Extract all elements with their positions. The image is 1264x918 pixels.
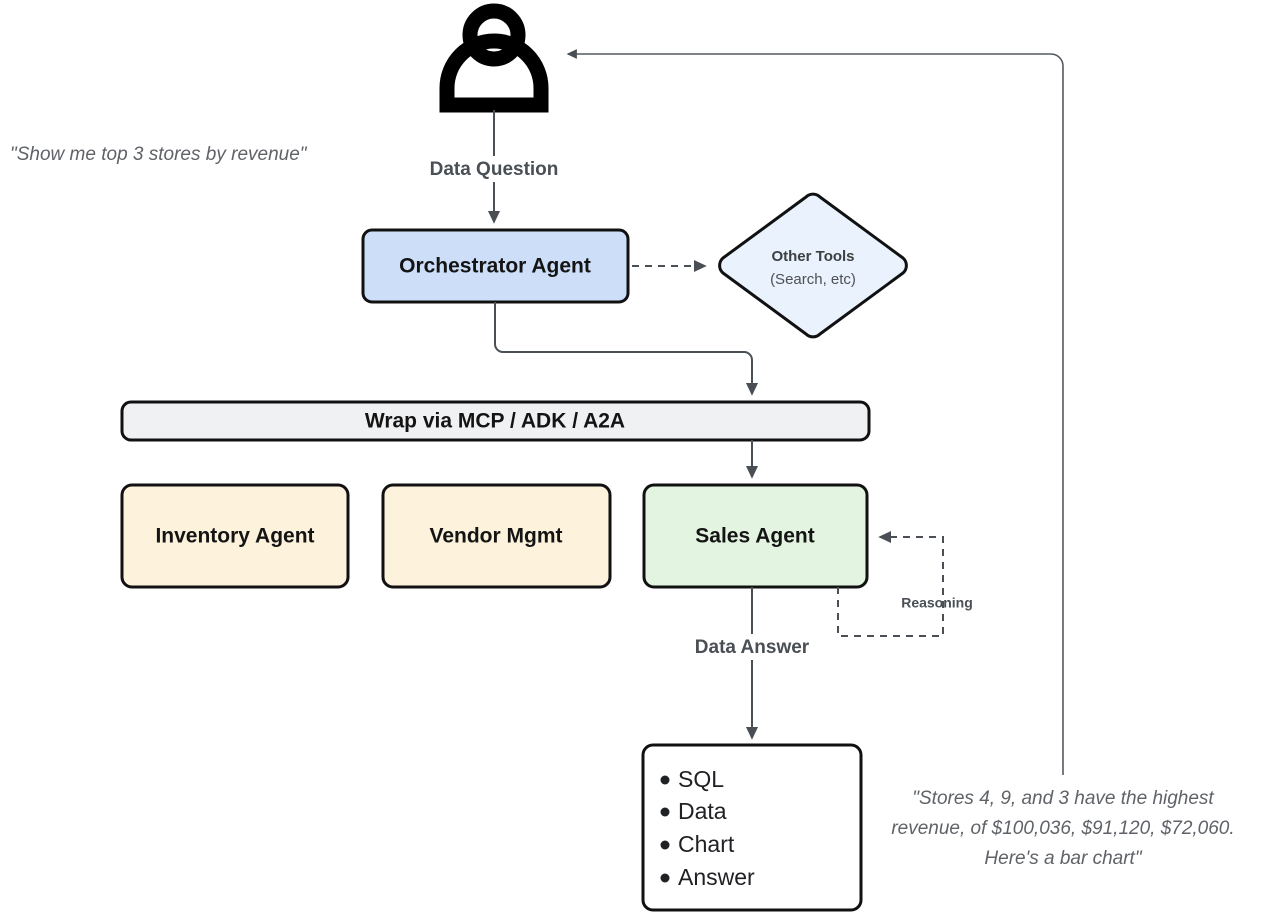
edge-label-backdrop-data-question — [408, 156, 580, 182]
inventory-agent-box[interactable] — [120, 483, 350, 589]
output-bullet-item: Data — [678, 798, 727, 824]
bullet-dot-icon — [660, 775, 670, 785]
bullet-dot-icon — [660, 840, 670, 850]
answer-quote-line-3: Here's a bar chart" — [984, 848, 1142, 869]
output-bullet-item: Chart — [678, 831, 735, 857]
node-output-box[interactable]: SQL Data Chart Answer — [641, 743, 863, 912]
edge-label-data-question: Data Question — [430, 159, 559, 180]
answer-quote-line-1: "Stores 4, 9, and 3 have the highest — [912, 788, 1214, 809]
bullet-dot-icon — [660, 873, 670, 883]
node-other-tools[interactable]: Other Tools (Search, etc) — [718, 192, 908, 339]
edge-label-data-answer: Data Answer — [695, 637, 810, 658]
output-bullet-item: Answer — [678, 864, 755, 890]
edge-reasoning-loop — [837, 530, 944, 637]
output-bullet-item: SQL — [678, 766, 724, 792]
vendor-mgmt-box[interactable] — [381, 483, 612, 589]
orchestrator-label: Orchestrator Agent — [399, 255, 591, 278]
output-bullet-list: SQL Data Chart Answer — [660, 766, 755, 890]
node-orchestrator-agent[interactable]: Orchestrator Agent — [361, 228, 630, 304]
edge-label-reasoning: Reasoning — [901, 595, 973, 611]
edge-orchestrator-to-wrap — [494, 302, 759, 396]
other-tools-label: Other Tools — [771, 248, 854, 265]
node-wrap-bar[interactable]: Wrap via MCP / ADK / A2A — [120, 400, 871, 442]
node-sales-agent[interactable]: Sales Agent — [642, 483, 869, 589]
edge-answer-feedback-to-user — [566, 49, 1064, 775]
wrap-bar-box[interactable] — [120, 400, 871, 442]
sales-agent-label: Sales Agent — [695, 525, 814, 548]
node-inventory-agent[interactable]: Inventory Agent — [120, 483, 350, 589]
other-tools-diamond[interactable] — [718, 192, 908, 339]
wrap-bar-label: Wrap via MCP / ADK / A2A — [365, 410, 625, 433]
output-box[interactable] — [641, 743, 863, 912]
bullet-dot-icon — [660, 807, 670, 817]
answer-quote-line-2: revenue, of $100,036, $91,120, $72,060. — [891, 818, 1234, 839]
person-icon — [439, 3, 549, 113]
node-vendor-mgmt[interactable]: Vendor Mgmt — [381, 483, 612, 589]
vendor-mgmt-label: Vendor Mgmt — [429, 525, 562, 548]
inventory-agent-label: Inventory Agent — [155, 525, 314, 548]
sales-agent-box[interactable] — [642, 483, 869, 589]
edge-label-backdrop-data-answer — [672, 634, 832, 660]
other-tools-sublabel: (Search, etc) — [770, 271, 856, 288]
user-question-quote: "Show me top 3 stores by revenue" — [10, 144, 308, 165]
